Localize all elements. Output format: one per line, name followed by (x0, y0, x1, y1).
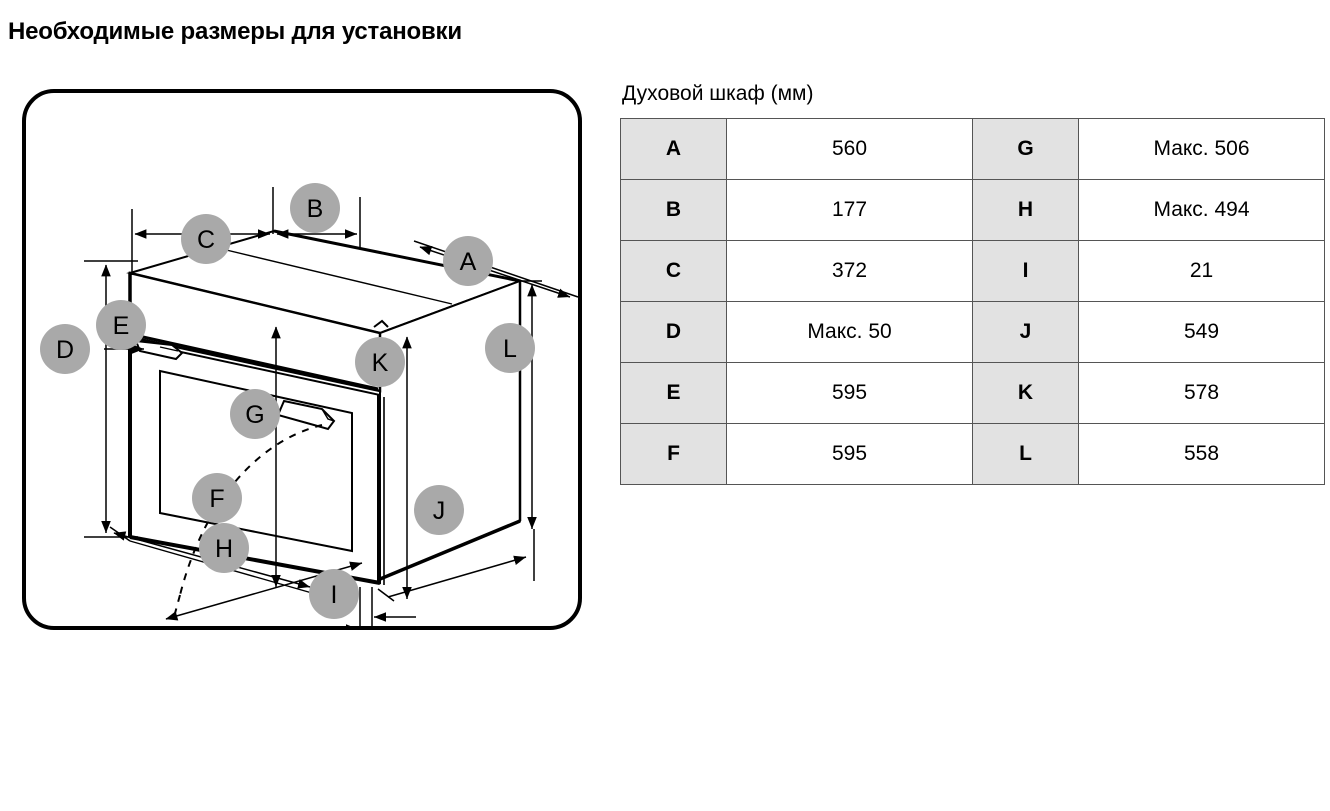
badge-b-label: B (307, 195, 324, 223)
dimension-value: 595 (726, 423, 973, 485)
control-panel-lower-edge (133, 333, 379, 391)
badge-a-circle (443, 236, 493, 286)
dimension-value: 549 (1078, 301, 1325, 363)
badge-g-label: G (245, 401, 264, 429)
dimension-key: D (620, 301, 727, 363)
badge-l: L (485, 323, 535, 373)
badge-k: K (355, 337, 405, 387)
dimension-key: J (972, 301, 1079, 363)
table-row: C 372 I 21 (620, 240, 1325, 302)
installation-diagram-panel: B C A D E G (22, 89, 582, 630)
badge-k-circle (355, 337, 405, 387)
badge-l-circle (485, 323, 535, 373)
badge-b-circle (290, 183, 340, 233)
badge-c-label: C (197, 226, 215, 254)
dimension-key: I (972, 240, 1079, 302)
dimension-value: 21 (1078, 240, 1325, 302)
badge-c: C (181, 214, 231, 264)
badge-b: B (290, 183, 340, 233)
badge-j-circle (414, 485, 464, 535)
table-row: D Макс. 50 J 549 (620, 301, 1325, 363)
dimension-key: A (620, 118, 727, 180)
badge-i-circle (309, 569, 359, 619)
page-title: Необходимые размеры для установки (8, 18, 462, 45)
badge-f-circle (192, 473, 242, 523)
dimension-key: G (972, 118, 1079, 180)
dimension-key: K (972, 362, 1079, 424)
badge-f-label: F (209, 485, 224, 513)
badge-a: A (443, 236, 493, 286)
dimension-key: F (620, 423, 727, 485)
dimensions-table: A 560 G Макс. 506 B 177 H Макс. 494 C 37… (620, 118, 1325, 485)
table-row: F 595 L 558 (620, 423, 1325, 485)
oven-top-notch (373, 319, 389, 328)
badge-a-label: A (460, 248, 477, 276)
badge-d: D (40, 324, 90, 374)
badge-i-label: I (331, 581, 338, 609)
dimension-badges: B C A D E G (40, 183, 535, 619)
dimension-value: Макс. 50 (726, 301, 973, 363)
badge-e: E (96, 300, 146, 350)
dimension-key: C (620, 240, 727, 302)
badge-e-label: E (113, 312, 130, 340)
dimension-key: H (972, 179, 1079, 241)
table-caption: Духовой шкаф (мм) (622, 82, 814, 105)
oven-top-ridge-1 (217, 247, 453, 305)
badge-g-circle (230, 389, 280, 439)
dimension-value: Макс. 506 (1078, 118, 1325, 180)
dimension-value: 595 (726, 362, 973, 424)
dimension-key: L (972, 423, 1079, 485)
dimension-value: 578 (1078, 362, 1325, 424)
badge-h: H (199, 523, 249, 573)
ext-line-j-left (377, 588, 395, 602)
oven-dimension-drawing: B C A D E G (22, 89, 582, 630)
badge-e-circle (96, 300, 146, 350)
badge-c-circle (181, 214, 231, 264)
dimension-value: Макс. 494 (1078, 179, 1325, 241)
badge-f: F (192, 473, 242, 523)
table-row: A 560 G Макс. 506 (620, 118, 1325, 180)
dimension-key: E (620, 362, 727, 424)
badge-i: I (309, 569, 359, 619)
badge-g: G (230, 389, 280, 439)
table-row: E 595 K 578 (620, 362, 1325, 424)
dimension-key: B (620, 179, 727, 241)
badge-d-circle (40, 324, 90, 374)
badge-j: J (414, 485, 464, 535)
table-row: B 177 H Макс. 494 (620, 179, 1325, 241)
badge-l-label: L (503, 335, 517, 363)
dimension-value: 560 (726, 118, 973, 180)
badge-h-circle (199, 523, 249, 573)
badge-k-label: K (372, 349, 389, 377)
badge-d-label: D (56, 336, 74, 364)
dimension-value: 372 (726, 240, 973, 302)
dimensions-table-section: Духовой шкаф (мм) A 560 G Макс. 506 B 17… (620, 82, 1325, 485)
dim-line-j (387, 555, 527, 598)
dimensions-table-body: A 560 G Макс. 506 B 177 H Макс. 494 C 37… (620, 118, 1325, 485)
badge-j-label: J (433, 497, 446, 525)
badge-h-label: H (215, 535, 233, 563)
oven-door-handle-detail (321, 408, 335, 422)
dimension-value: 558 (1078, 423, 1325, 485)
control-panel-handle-detail (159, 346, 179, 352)
dimension-value: 177 (726, 179, 973, 241)
